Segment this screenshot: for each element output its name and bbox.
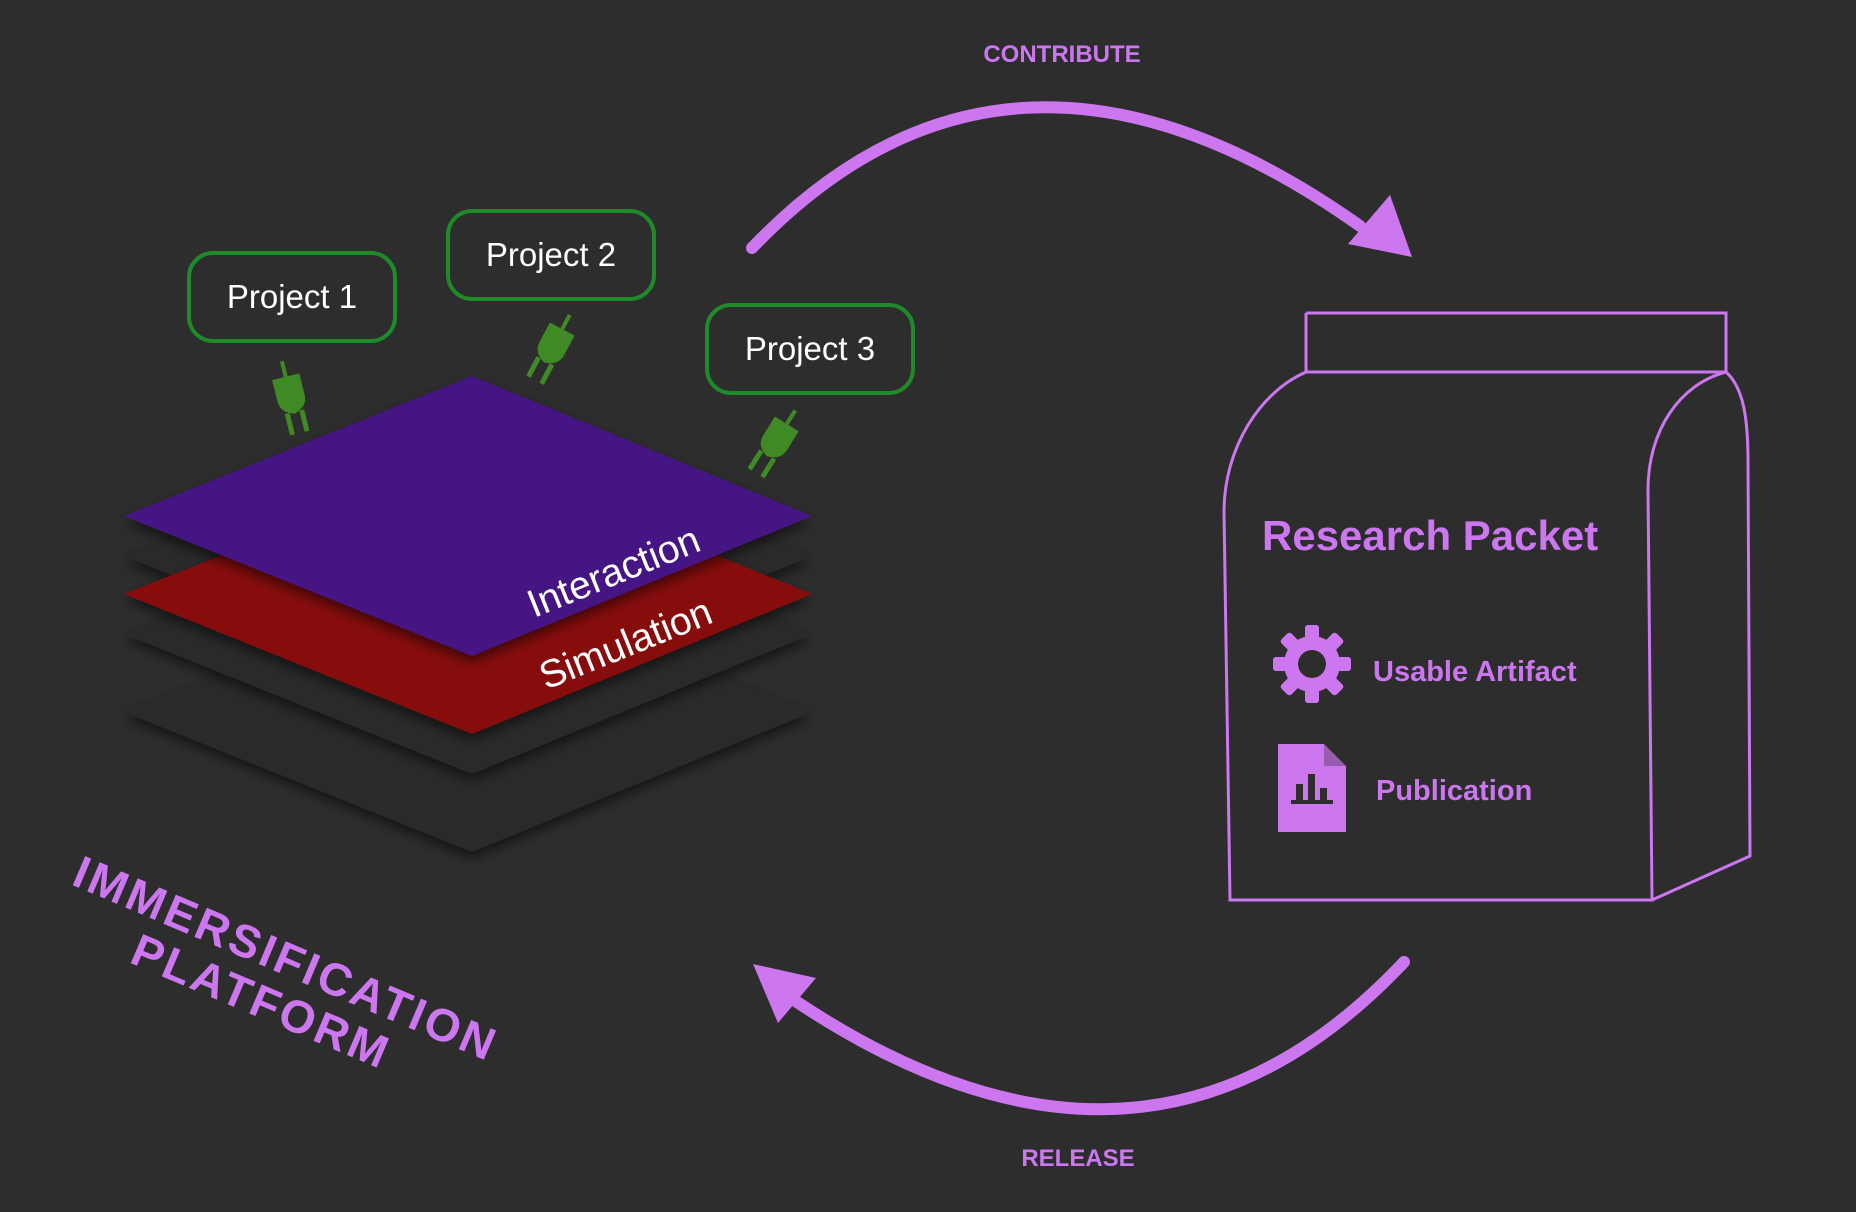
project-1-label: Project 1 — [227, 278, 357, 315]
packet-title: Research Packet — [1262, 512, 1598, 559]
interaction-layer — [124, 376, 812, 656]
publication-label: Publication — [1376, 775, 1532, 807]
contribute-label: CONTRIBUTE — [983, 41, 1140, 68]
packet-outline — [1222, 311, 1752, 902]
platform-title: IMMERSIFICATION PLATFORM — [66, 845, 506, 1079]
layer-stack: Simulation Interaction — [124, 376, 812, 852]
plug-icon — [268, 357, 314, 437]
project-3-box — [705, 303, 915, 395]
release-arrow-line — [788, 956, 1410, 1116]
project-2-box — [446, 209, 656, 301]
contribute-arrow-line — [746, 101, 1366, 254]
contribute-arrow: CONTRIBUTE — [746, 41, 1412, 257]
contribute-arrowhead — [1348, 195, 1412, 257]
project-3-label: Project 3 — [745, 330, 875, 367]
release-arrow: RELEASE — [753, 956, 1410, 1172]
project-2: Project 2 — [446, 209, 656, 387]
usable-artifact-label: Usable Artifact — [1373, 656, 1577, 688]
chart-document-icon — [1278, 744, 1346, 832]
plug-icon — [744, 402, 808, 481]
release-arrowhead — [753, 964, 816, 1023]
release-label: RELEASE — [1021, 1145, 1134, 1172]
project-1-box — [187, 251, 397, 343]
project-3: Project 3 — [705, 303, 915, 481]
plug-icon — [522, 308, 583, 387]
project-1: Project 1 — [187, 251, 397, 437]
research-packet: Research Packet Usable Artifact — [1222, 311, 1752, 902]
gear-icon — [1273, 625, 1351, 703]
project-2-label: Project 2 — [486, 236, 616, 273]
